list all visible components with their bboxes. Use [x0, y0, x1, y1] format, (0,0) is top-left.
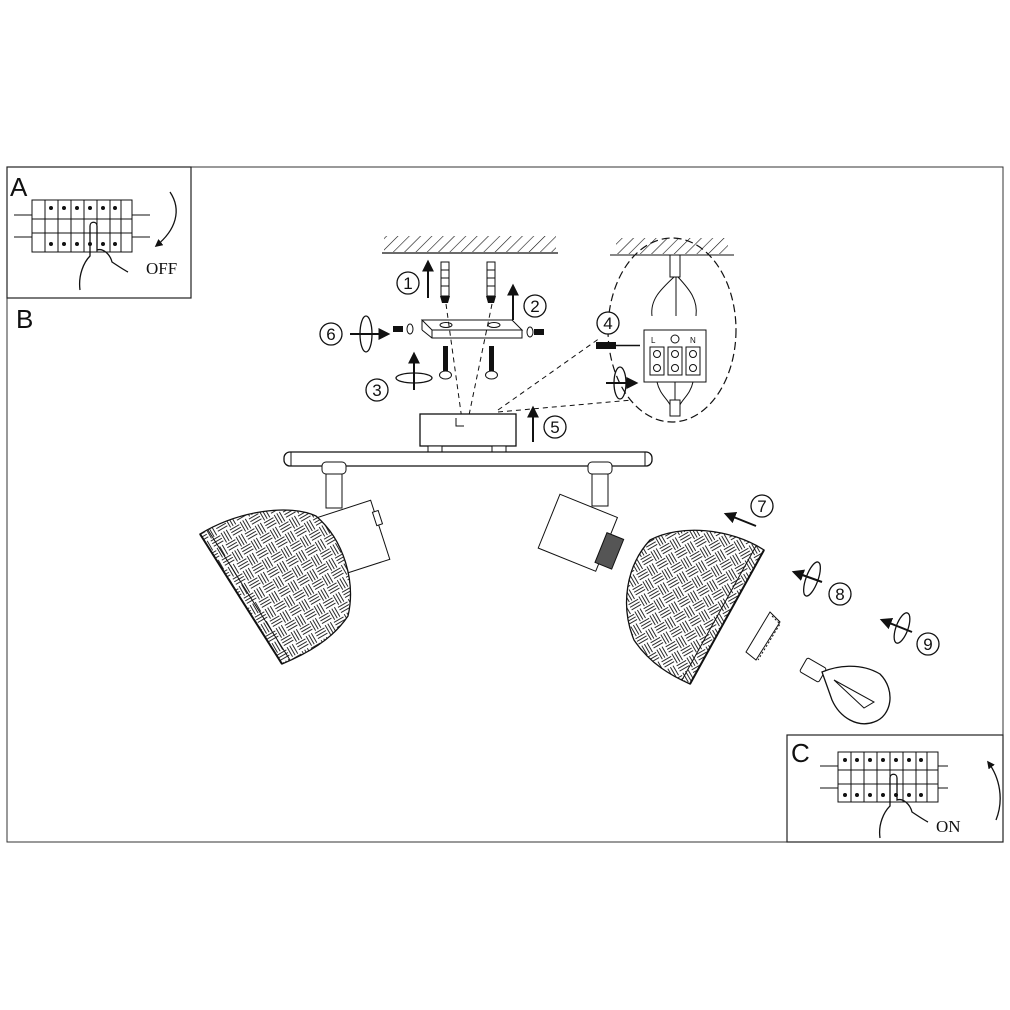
ceiling: [382, 236, 558, 254]
panel-b-letter: B: [16, 304, 33, 334]
hand-icon: [878, 773, 929, 839]
wall-plug-icon: [486, 261, 496, 303]
screwdriver-icon: [596, 342, 640, 349]
screw-icon: [439, 346, 452, 380]
side-screw-icon: [393, 323, 414, 335]
turn-off-arrow: [154, 191, 177, 247]
step-number: 7: [750, 494, 774, 518]
main-frame: [6, 166, 1004, 843]
mounting-bracket: [420, 319, 524, 339]
step-arrow: [791, 569, 823, 583]
wiring-detail: L N: [607, 237, 737, 423]
step-number: 2: [523, 294, 547, 318]
switch-on-label: ON: [936, 817, 961, 836]
step-number: 9: [916, 632, 940, 656]
panel-a: A OFF: [6, 166, 192, 299]
svg-text:1: 1: [403, 274, 412, 293]
circuit-breaker-panel-off: [14, 199, 150, 253]
left-spotlight: [199, 461, 391, 665]
turn-on-arrow: [987, 760, 1001, 821]
step-number: 1: [396, 271, 420, 295]
light-bulb-icon: [799, 657, 891, 725]
step-arrow: [879, 617, 913, 633]
svg-text:3: 3: [372, 381, 381, 400]
step-number: 3: [365, 378, 389, 402]
terminal-label-live: L: [651, 336, 656, 345]
spotlight-bar: [283, 451, 653, 467]
svg-text:2: 2: [530, 297, 539, 316]
svg-text:9: 9: [923, 635, 932, 654]
earth-symbol-icon: [670, 334, 680, 344]
right-spotlight-socket: [537, 461, 625, 572]
svg-text:7: 7: [757, 497, 766, 516]
step-arrow: [723, 511, 757, 527]
retaining-ring: [745, 611, 781, 661]
circuit-breaker-panel-on: [820, 751, 948, 803]
svg-text:4: 4: [603, 314, 612, 333]
exploded-wicker-shade: [625, 529, 765, 685]
ceiling-canopy: [419, 413, 517, 453]
step-number: 4: [596, 311, 620, 335]
svg-text:8: 8: [835, 585, 844, 604]
guide-lines: [445, 303, 633, 421]
panel-c-letter: C: [791, 738, 810, 768]
svg-text:5: 5: [550, 418, 559, 437]
step-number: 8: [828, 582, 852, 606]
screw-icon: [485, 346, 498, 380]
step-number: 5: [543, 415, 567, 439]
step-number: 6: [319, 322, 343, 346]
rotate-arrow-icon: [395, 372, 433, 384]
panel-c: C ON: [786, 734, 1004, 843]
switch-off-label: OFF: [146, 259, 177, 278]
wall-plug-icon: [440, 261, 450, 303]
terminal-label-neutral: N: [690, 336, 696, 345]
hand-icon: [78, 221, 129, 291]
side-screw-icon: [526, 326, 544, 338]
svg-text:6: 6: [326, 325, 335, 344]
wicker-shade: [199, 509, 352, 665]
panel-a-letter: A: [10, 172, 28, 202]
